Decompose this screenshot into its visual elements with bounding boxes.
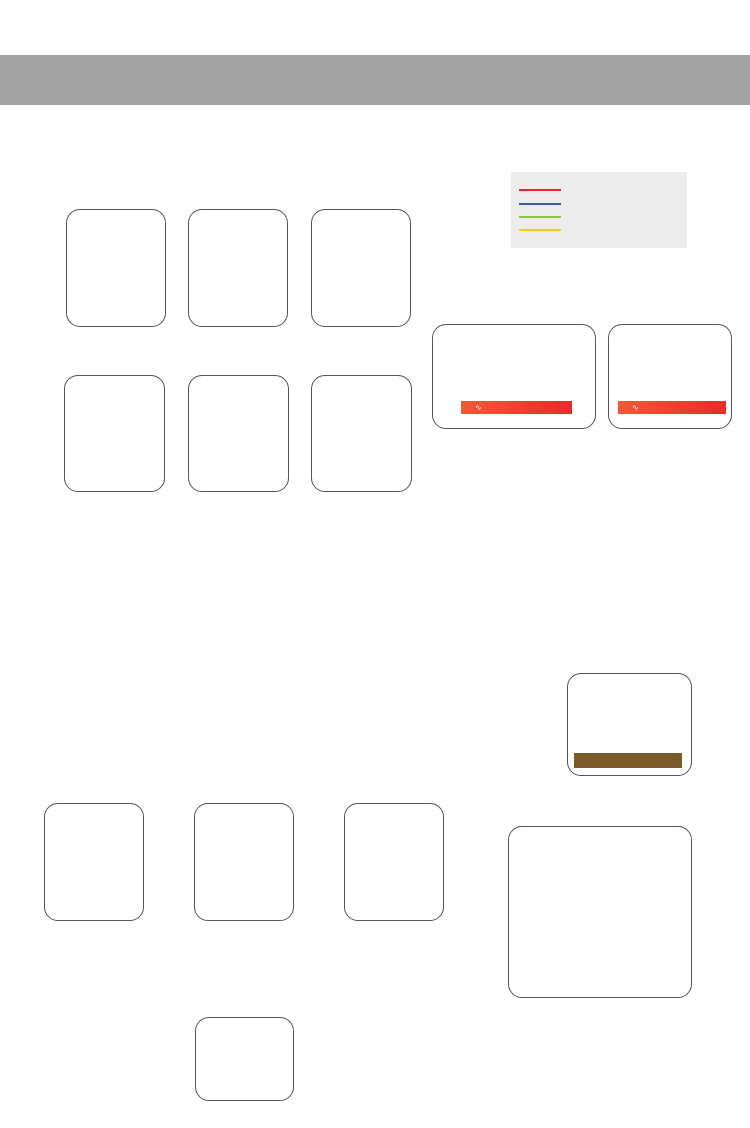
inverter-box	[344, 803, 444, 921]
neutral-wire-swatch	[519, 203, 561, 205]
three-phase-load-box: ∿	[432, 324, 596, 429]
pv-panel-box	[311, 209, 411, 327]
legend-item	[519, 184, 565, 196]
single-phase-load-box: ∿	[608, 324, 732, 429]
inverter-box	[311, 375, 412, 492]
inverter-box	[188, 375, 289, 492]
signal-wire-swatch	[519, 229, 561, 231]
accessories-box	[508, 826, 692, 998]
sine-wave-icon: ∿	[475, 403, 482, 412]
ac-load-bar: ∿	[618, 401, 726, 414]
wire-legend	[511, 172, 687, 248]
pv-panel-box	[66, 209, 166, 327]
legend-item	[519, 198, 565, 210]
header-banner	[0, 55, 750, 105]
inverter-box	[64, 375, 165, 492]
pv-panel-box	[188, 209, 288, 327]
inverter-box	[194, 803, 294, 921]
ac-load-bar: ∿	[461, 401, 572, 414]
legend-item	[519, 224, 565, 236]
utility-grid-box	[567, 673, 692, 776]
grid-ground-bar	[574, 753, 682, 768]
live-wire-swatch	[519, 189, 561, 191]
ground-wire-swatch	[519, 216, 561, 218]
inverter-box	[44, 803, 144, 921]
legend-item	[519, 211, 565, 223]
sine-wave-icon: ∿	[632, 403, 639, 412]
battery-bank-box	[195, 1017, 294, 1101]
